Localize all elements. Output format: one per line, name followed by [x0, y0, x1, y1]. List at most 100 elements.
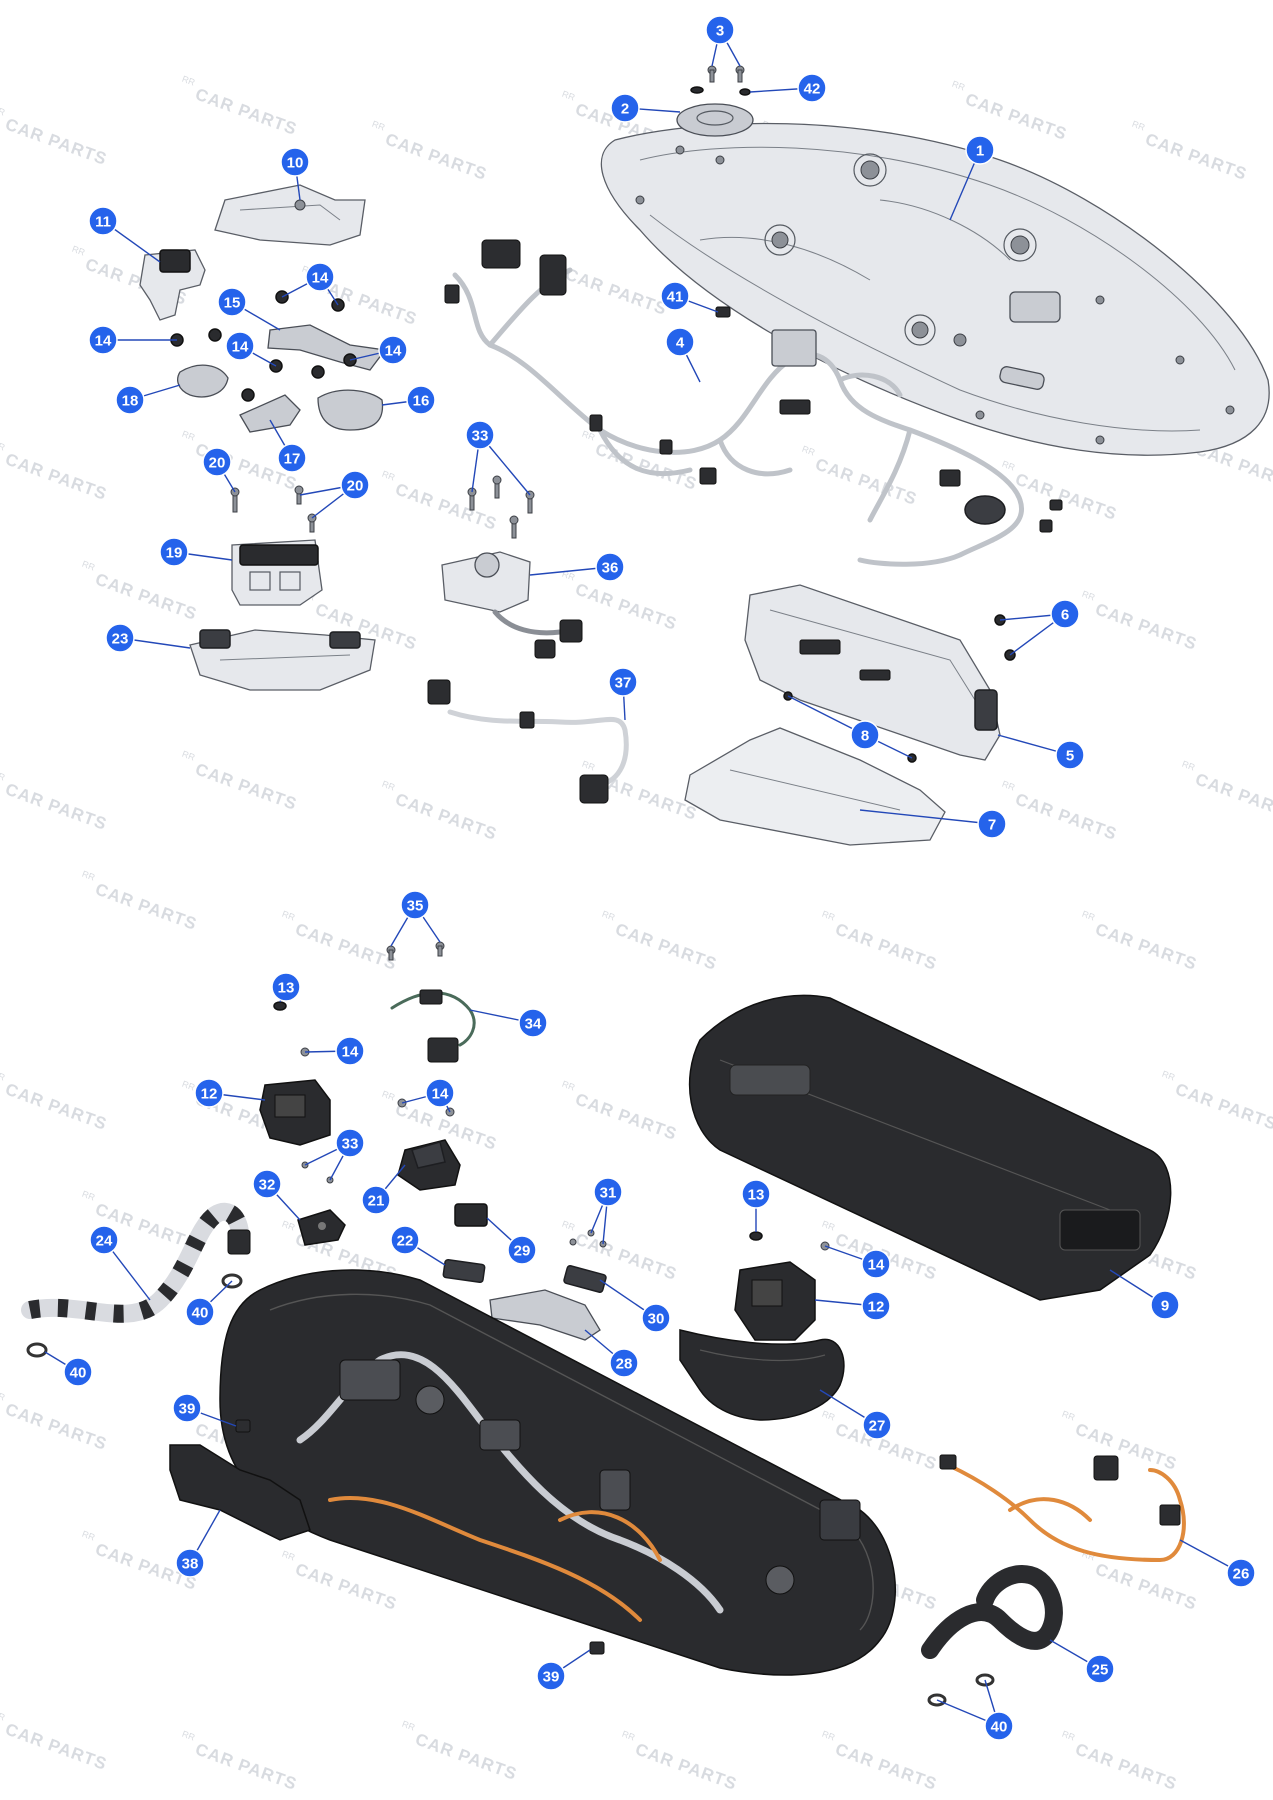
small-connector-41 — [715, 306, 731, 318]
watermark-mark: RR — [1001, 459, 1017, 473]
callout-badge — [608, 667, 638, 697]
callout-badge — [610, 93, 640, 123]
part-callout: 11 — [88, 206, 161, 263]
part-callout: 15 — [217, 287, 281, 331]
callout-badge — [89, 1225, 119, 1255]
callout-badge — [984, 1711, 1014, 1741]
part-callout: 12 — [194, 1078, 266, 1108]
callout-badge — [335, 1036, 365, 1066]
access-cover-plate — [676, 65, 754, 137]
watermark-mark: RR — [81, 1189, 97, 1203]
watermark-text: CAR PARTS — [3, 1720, 110, 1774]
watermark-mark: RR — [0, 769, 7, 783]
sensor-32 — [297, 1161, 346, 1246]
watermark-mark: RR — [381, 779, 397, 793]
callout-number: 20 — [347, 478, 364, 495]
watermark-mark: RR — [281, 909, 297, 923]
watermark-mark: RR — [181, 74, 197, 88]
part-callout: 33 — [465, 420, 531, 496]
watermark-text: CAR PARTS — [1073, 1740, 1180, 1794]
callout-badge — [465, 420, 495, 450]
callout-number: 14 — [312, 270, 329, 287]
callout-number: 14 — [432, 1086, 449, 1103]
callout-number: 23 — [112, 631, 129, 648]
watermark-mark: RR — [371, 119, 387, 133]
part-callout: 40 — [936, 1679, 1014, 1741]
watermark-mark: RR — [81, 869, 97, 883]
part-callout: 27 — [819, 1389, 892, 1440]
watermark-mark: RR — [561, 1219, 577, 1233]
callout-number: 20 — [209, 455, 226, 472]
watermark-text: CAR PARTS — [93, 880, 200, 934]
watermark-text: CAR PARTS — [93, 570, 200, 624]
callout-badge — [797, 73, 827, 103]
callout-number: 10 — [287, 155, 304, 172]
callout-number: 3 — [716, 23, 724, 40]
mount-bracket-21 — [397, 1139, 461, 1191]
watermark-mark: RR — [821, 1409, 837, 1423]
part-callout: 39 — [536, 1649, 591, 1691]
watermark-mark: RR — [381, 1089, 397, 1103]
callout-number: 19 — [166, 545, 183, 562]
watermark-mark: RR — [71, 244, 87, 258]
callout-number: 40 — [70, 1365, 87, 1382]
callout-badge — [88, 325, 118, 355]
bracket-set — [170, 290, 387, 433]
watermark-mark: RR — [281, 1219, 297, 1233]
callout-badge — [378, 335, 408, 365]
callout-number: 15 — [224, 295, 241, 312]
watermark-text: CAR PARTS — [1093, 1560, 1200, 1614]
callout-number: 37 — [615, 675, 632, 692]
duct-27 — [679, 1329, 845, 1421]
part-callout: 7 — [859, 809, 1007, 839]
callout-number: 17 — [284, 451, 301, 468]
watermark-text: CAR PARTS — [1173, 1080, 1273, 1134]
callout-badge — [305, 262, 335, 292]
callout-number: 8 — [861, 728, 869, 745]
watermark-mark: RR — [1131, 119, 1147, 133]
watermark-text: CAR PARTS — [3, 450, 110, 504]
callout-badge — [400, 890, 430, 920]
callout-number: 12 — [868, 1299, 885, 1316]
callout-badge — [361, 1185, 391, 1215]
callout-badge — [159, 537, 189, 567]
part-callout: 3 — [705, 15, 741, 67]
watermark-text: CAR PARTS — [1013, 790, 1120, 844]
watermark-mark: RR — [951, 79, 967, 93]
part-callout: 17 — [269, 419, 307, 473]
part-callout: 40 — [185, 1280, 233, 1327]
watermark-mark: RR — [801, 444, 817, 458]
callout-badge — [507, 1235, 537, 1265]
callout-number: 12 — [201, 1086, 218, 1103]
watermark-text: CAR PARTS — [1193, 770, 1273, 824]
watermark-text: CAR PARTS — [1093, 600, 1200, 654]
callout-number: 18 — [122, 393, 139, 410]
callout-badge — [406, 385, 436, 415]
callout-badge — [536, 1661, 566, 1691]
watermark-mark: RR — [381, 469, 397, 483]
hv-cable-26 — [939, 1454, 1186, 1563]
callout-badge — [252, 1169, 282, 1199]
part-callout: 8 — [787, 695, 913, 759]
callout-number: 13 — [278, 980, 295, 997]
callout-badge — [1085, 1654, 1115, 1684]
watermark-text: CAR PARTS — [593, 770, 700, 824]
callout-badge — [861, 1249, 891, 1279]
watermark-mark: RR — [0, 1069, 7, 1083]
callout-number: 39 — [179, 1401, 196, 1418]
callout-badge — [609, 1348, 639, 1378]
part-callout: 22 — [390, 1225, 446, 1266]
watermark-text: CAR PARTS — [3, 780, 110, 834]
callout-number: 6 — [1061, 607, 1069, 624]
watermark-mark: RR — [1161, 1069, 1177, 1083]
